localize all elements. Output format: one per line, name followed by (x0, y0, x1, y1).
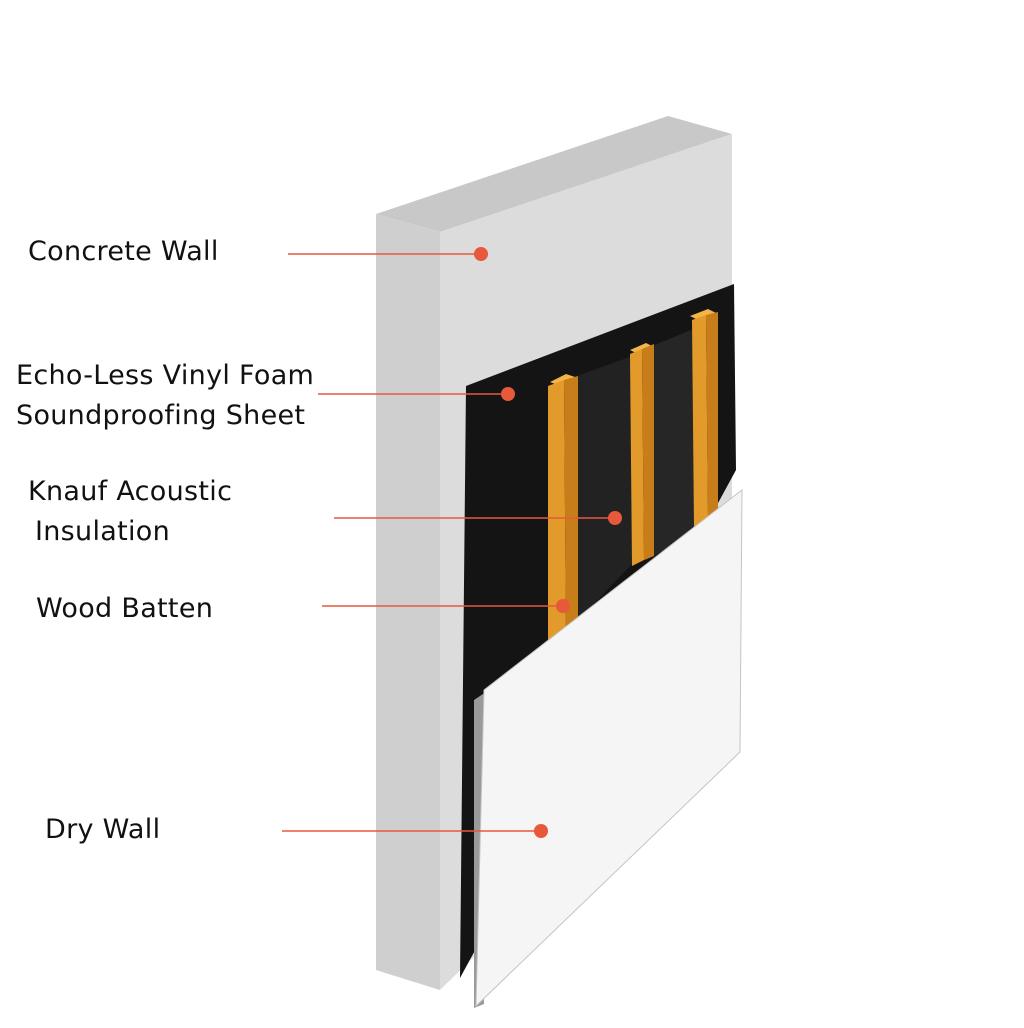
label-dry-wall: Dry Wall (45, 810, 160, 850)
label-text-line-1: Knauf Acoustic (28, 476, 233, 507)
dry-wall-board (475, 488, 743, 1008)
wood-batten-3-side (706, 312, 718, 520)
marker-dot-vinyl (501, 387, 515, 401)
label-concrete-wall: Concrete Wall (28, 232, 219, 272)
label-text: Concrete Wall (28, 236, 219, 267)
label-acoustic-insulation: Knauf Acoustic Insulation (28, 472, 232, 552)
insulation-panel (572, 356, 636, 620)
insulation-panel (646, 328, 700, 560)
marker-dot-batten (556, 599, 570, 613)
label-text-line-2: Soundproofing Sheet (16, 400, 306, 431)
wood-batten-2-top (630, 343, 654, 354)
wood-batten-3-top (690, 309, 718, 321)
wood-batten-2 (630, 349, 644, 566)
wood-batten-1-side (564, 376, 578, 640)
wood-batten-2-side (642, 344, 654, 560)
wood-batten-1 (548, 380, 566, 650)
label-vinyl-foam-sheet: Echo-Less Vinyl Foam Soundproofing Sheet (16, 356, 314, 436)
concrete-wall-side-face (376, 214, 440, 990)
wood-batten-3 (692, 315, 708, 528)
marker-dot-drywall (534, 824, 548, 838)
label-text: Wood Batten (36, 593, 214, 624)
label-wood-batten: Wood Batten (36, 589, 213, 629)
marker-dot-insulation (608, 511, 622, 525)
label-text-line-1: Echo-Less Vinyl Foam (16, 360, 315, 391)
marker-dot-concrete (474, 247, 488, 261)
concrete-wall-top-face (376, 116, 732, 232)
label-text: Dry Wall (45, 814, 161, 845)
label-text-line-2: Insulation (35, 516, 171, 547)
